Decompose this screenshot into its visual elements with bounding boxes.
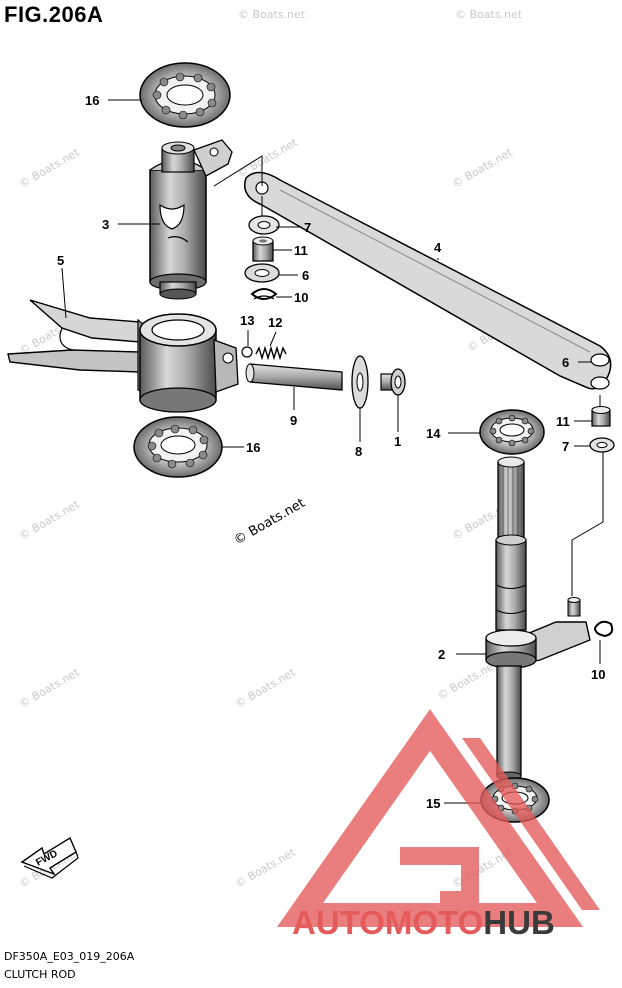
washer-7-right bbox=[589, 437, 615, 453]
figure-code: DF350A_E03_019_206A bbox=[4, 950, 135, 963]
callout-8: 8 bbox=[355, 444, 362, 459]
shift-shaft-2 bbox=[485, 456, 591, 781]
push-rod-9 bbox=[245, 363, 343, 391]
figure-title: FIG.206A bbox=[4, 2, 104, 27]
shift-fork-5 bbox=[7, 299, 239, 413]
callouts: 16 3 5 7 11 6 10 13 12 9 8 1 16 4 6 14 1… bbox=[57, 93, 605, 811]
svg-text:© Boats.net: © Boats.net bbox=[450, 145, 515, 190]
logo-text: AUTOMOTOHUB bbox=[292, 904, 555, 941]
callout-4: 4 bbox=[434, 240, 442, 255]
washer-7-upper bbox=[248, 215, 280, 235]
callout-7-right: 7 bbox=[562, 439, 569, 454]
automotohub-logo: AUTOMOTOHUB bbox=[276, 709, 600, 941]
clip-10-lower bbox=[593, 620, 614, 638]
collar-11-upper bbox=[252, 236, 274, 262]
callout-1: 1 bbox=[394, 434, 401, 449]
callout-6-right: 6 bbox=[562, 355, 569, 370]
callout-10-upper: 10 bbox=[294, 290, 308, 305]
svg-text:© Boats.net: © Boats.net bbox=[233, 665, 298, 710]
collar-11-right bbox=[591, 406, 611, 427]
spring-12 bbox=[255, 345, 287, 361]
callout-14: 14 bbox=[426, 426, 441, 441]
callout-2: 2 bbox=[438, 647, 445, 662]
bolt-1 bbox=[380, 368, 406, 396]
callout-7-upper: 7 bbox=[304, 220, 311, 235]
figure-caption: CLUTCH ROD bbox=[4, 968, 76, 981]
washer-6-upper bbox=[244, 263, 280, 283]
ball-13 bbox=[241, 346, 253, 358]
svg-text:© Boats.net: © Boats.net bbox=[17, 665, 82, 710]
callout-11-upper: 11 bbox=[294, 243, 308, 258]
fwd-arrow-icon: FWD bbox=[20, 836, 79, 879]
clutch-rod-4 bbox=[244, 171, 612, 390]
callout-6-upper: 6 bbox=[302, 268, 309, 283]
clip-10-upper bbox=[250, 288, 278, 300]
callout-16-bottom: 16 bbox=[246, 440, 260, 455]
svg-text:© Boats.net: © Boats.net bbox=[238, 8, 306, 21]
svg-text:© Boats.net: © Boats.net bbox=[233, 845, 298, 890]
shift-cam-3 bbox=[149, 139, 233, 300]
callout-9: 9 bbox=[290, 413, 297, 428]
callout-3: 3 bbox=[102, 217, 109, 232]
bearing-14 bbox=[479, 409, 545, 455]
callout-12: 12 bbox=[268, 315, 282, 330]
svg-text:© Boats.net: © Boats.net bbox=[455, 8, 523, 21]
bearing-16-top bbox=[139, 62, 231, 128]
leader-lines bbox=[61, 99, 601, 804]
center-watermark: © Boats.net bbox=[232, 496, 308, 549]
callout-16-top: 16 bbox=[85, 93, 99, 108]
svg-text:© Boats.net: © Boats.net bbox=[17, 497, 82, 542]
callout-13: 13 bbox=[240, 313, 254, 328]
svg-text:© Boats.net: © Boats.net bbox=[17, 145, 82, 190]
callout-11-right: 11 bbox=[556, 414, 570, 429]
callout-5: 5 bbox=[57, 253, 64, 268]
washer-8 bbox=[351, 355, 369, 409]
callout-15: 15 bbox=[426, 796, 440, 811]
callout-10-lower: 10 bbox=[591, 667, 605, 682]
bearing-16-bottom bbox=[133, 416, 223, 478]
